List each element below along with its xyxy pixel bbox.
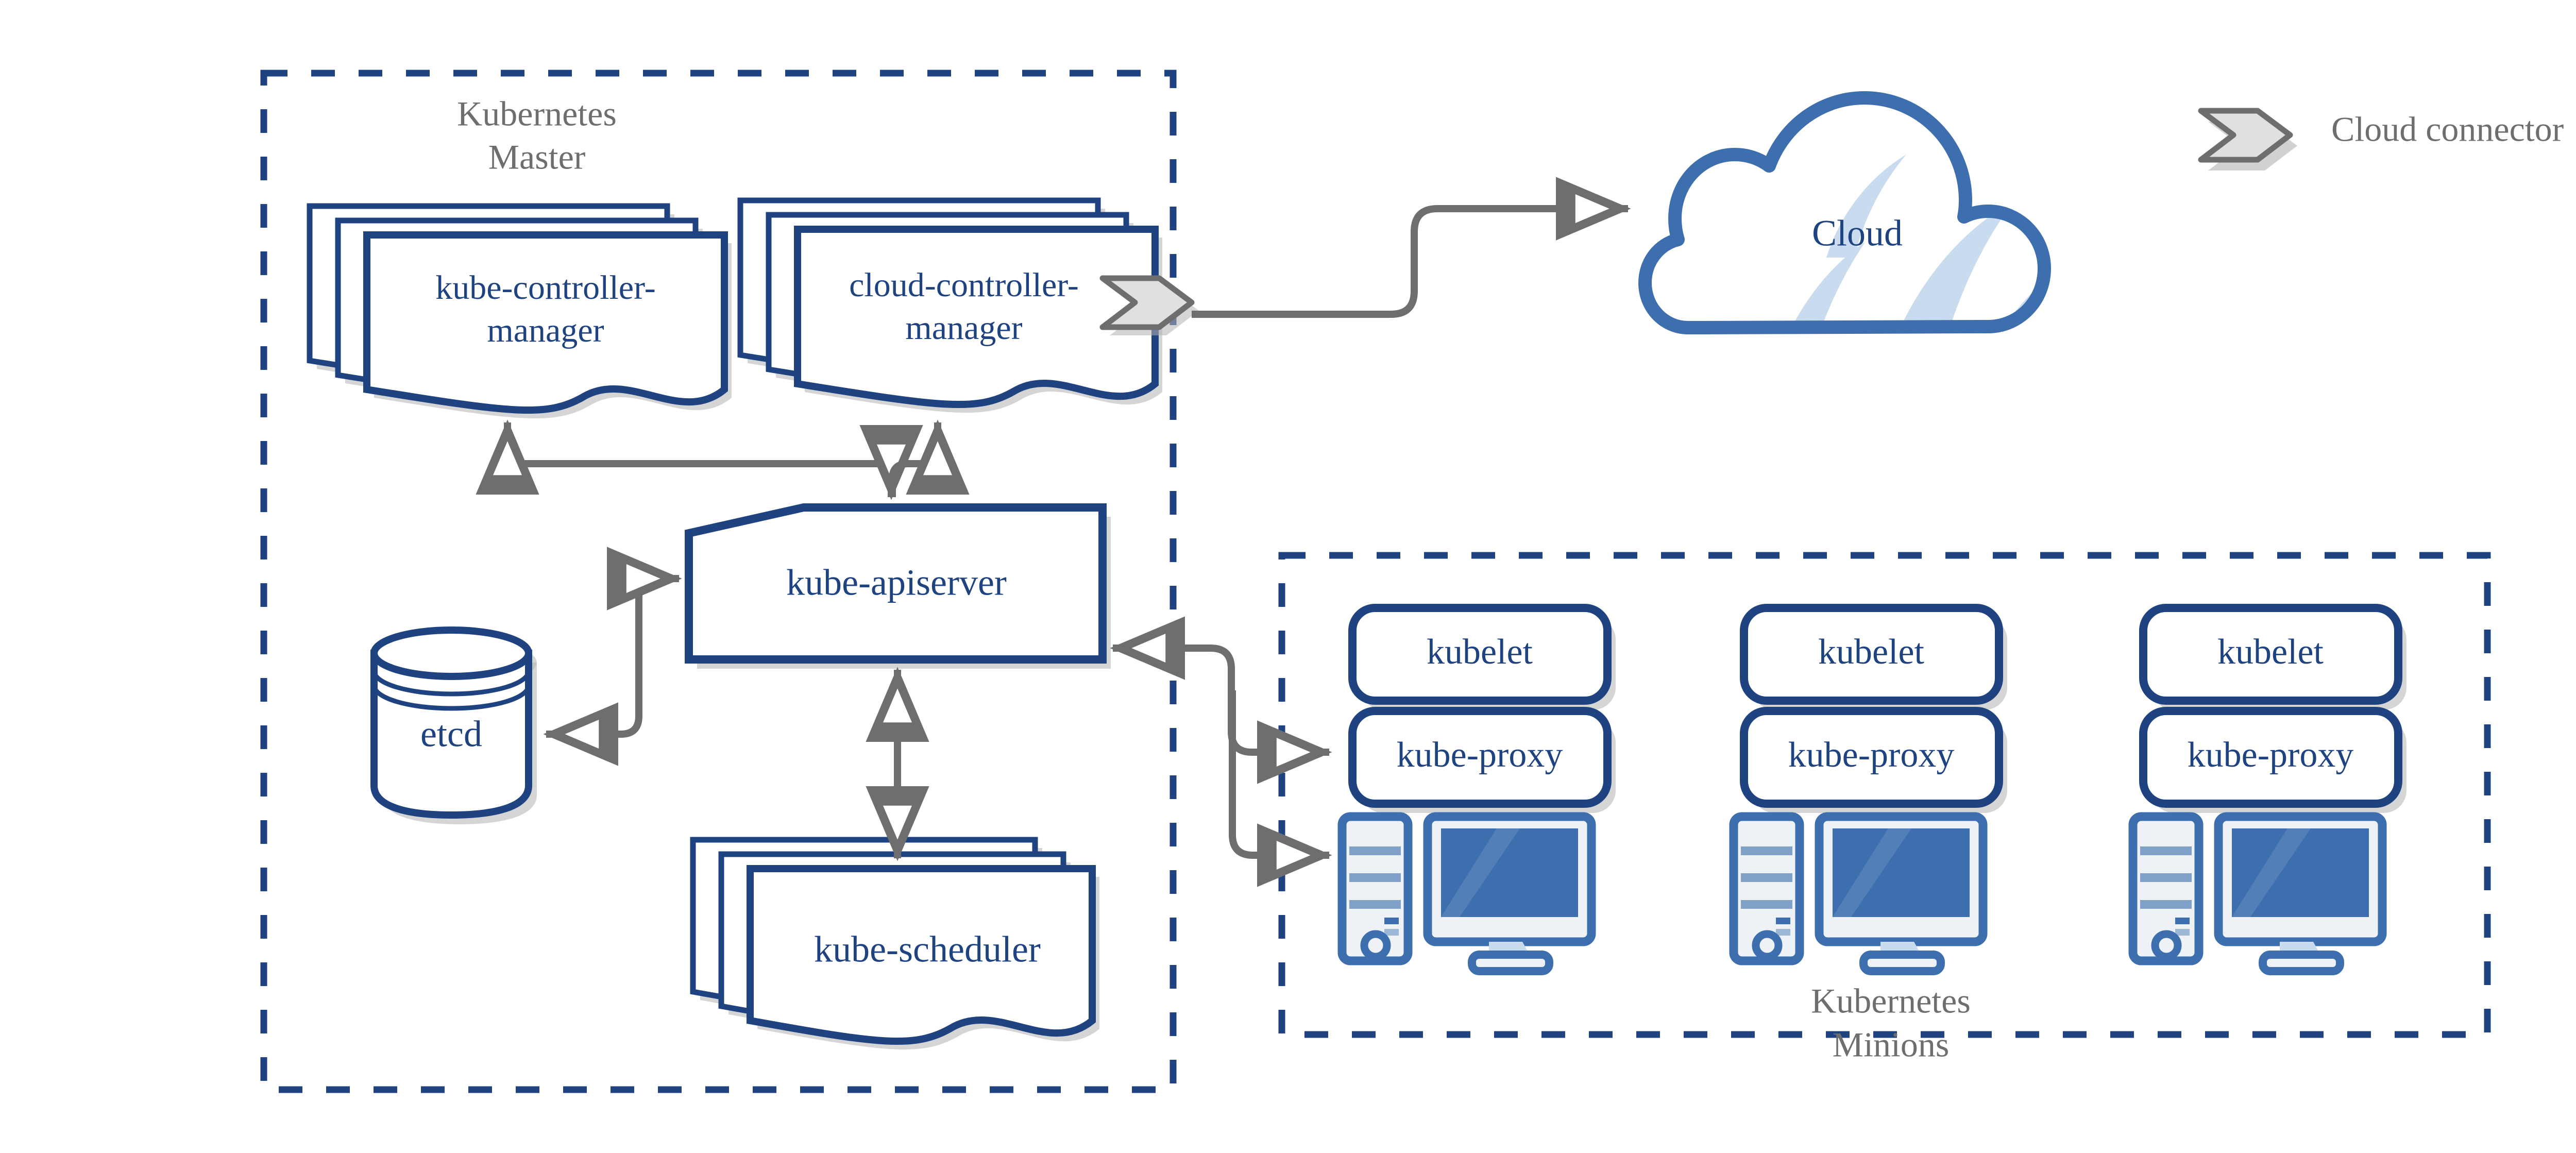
kubelet-box[interactable]	[1740, 604, 2003, 705]
kube-proxy-label: kube-proxy	[1397, 735, 1563, 775]
cloud-connector-on-ccm	[1099, 275, 1199, 335]
node-kube-controller-manager[interactable]: kube-controller- manager	[307, 203, 732, 419]
doc-front	[747, 865, 1096, 1045]
apiserver-shape	[685, 503, 1107, 664]
group-kubernetes-minions: Kubernetes Minions	[1278, 552, 2491, 1064]
node-etcd[interactable]: etcd	[370, 626, 537, 824]
computer-icon	[2128, 812, 2387, 975]
cloud-shape	[1638, 91, 2051, 334]
cloud-connector-chevron-icon	[2198, 108, 2293, 163]
connector-ccm-apiserver	[889, 419, 970, 497]
connector-apiserver-kubeproxy	[1229, 690, 1332, 887]
node-kube-scheduler[interactable]: kube-scheduler	[690, 837, 1099, 1050]
minion-node-3[interactable]: kubelet kube-proxy	[2128, 604, 2406, 975]
kube-proxy-box[interactable]	[2139, 707, 2402, 808]
legend-cloud-connector: Cloud connector	[2198, 108, 2564, 171]
legend-label: Cloud connector	[2331, 110, 2564, 149]
doc-front	[794, 226, 1159, 409]
etcd-ring-2	[371, 670, 531, 697]
cloud-controller-manager-label-2: manager	[905, 309, 1022, 347]
computer-icon	[1337, 812, 1596, 975]
kube-proxy-box[interactable]	[1740, 707, 2003, 808]
kubelet-box[interactable]	[1348, 604, 1612, 705]
connector-kcm-apiserver	[476, 419, 923, 500]
kubelet-label: kubelet	[1818, 632, 1925, 672]
etcd-ring-3	[371, 685, 531, 711]
kubelet-label: kubelet	[1427, 632, 1533, 672]
kube-proxy-label: kube-proxy	[2188, 735, 2354, 775]
minion-node-2[interactable]: kubelet kube-proxy	[1729, 604, 2007, 975]
kubelet-label: kubelet	[2217, 632, 2324, 672]
minions-dashed-border	[1278, 552, 2491, 1038]
computer-icon	[1729, 812, 1988, 975]
etcd-label: etcd	[420, 714, 482, 755]
group-kubernetes-master: Kubernetes Master	[260, 70, 1177, 1093]
node-kube-apiserver[interactable]: kube-apiserver	[685, 503, 1111, 669]
connector-ccm-to-cloud	[1192, 177, 1631, 318]
cloud-label: Cloud	[1812, 213, 1903, 254]
node-cloud-controller-manager[interactable]: cloud-controller- manager	[737, 197, 1162, 413]
cloud-controller-manager-label-1: cloud-controller-	[849, 266, 1079, 304]
kube-proxy-box[interactable]	[1348, 707, 1612, 808]
etcd-top-ring	[370, 626, 532, 680]
master-dashed-border	[260, 70, 1177, 1093]
master-label-line2: Master	[488, 138, 586, 177]
connector-apiserver-kubelet	[1110, 616, 1332, 784]
etcd-body	[370, 650, 532, 819]
minions-label-line1: Kubernetes	[1811, 981, 1971, 1021]
master-label-line1: Kubernetes	[457, 94, 617, 133]
kube-proxy-label: kube-proxy	[1788, 735, 1955, 775]
connector-apiserver-etcd	[543, 547, 682, 766]
cloud-connector-chevron-icon	[1099, 275, 1195, 330]
doc-front	[363, 231, 728, 414]
minion-node-1[interactable]: kubelet kube-proxy	[1337, 604, 1616, 975]
kube-apiserver-label: kube-apiserver	[786, 562, 1007, 603]
cloud-node[interactable]: Cloud	[1638, 91, 2056, 392]
kube-controller-manager-label-2: manager	[487, 312, 604, 349]
kube-scheduler-label: kube-scheduler	[814, 929, 1041, 970]
kube-controller-manager-label-1: kube-controller-	[435, 269, 656, 307]
kubelet-box[interactable]	[2139, 604, 2402, 705]
minions-label-line2: Minions	[1833, 1025, 1950, 1064]
